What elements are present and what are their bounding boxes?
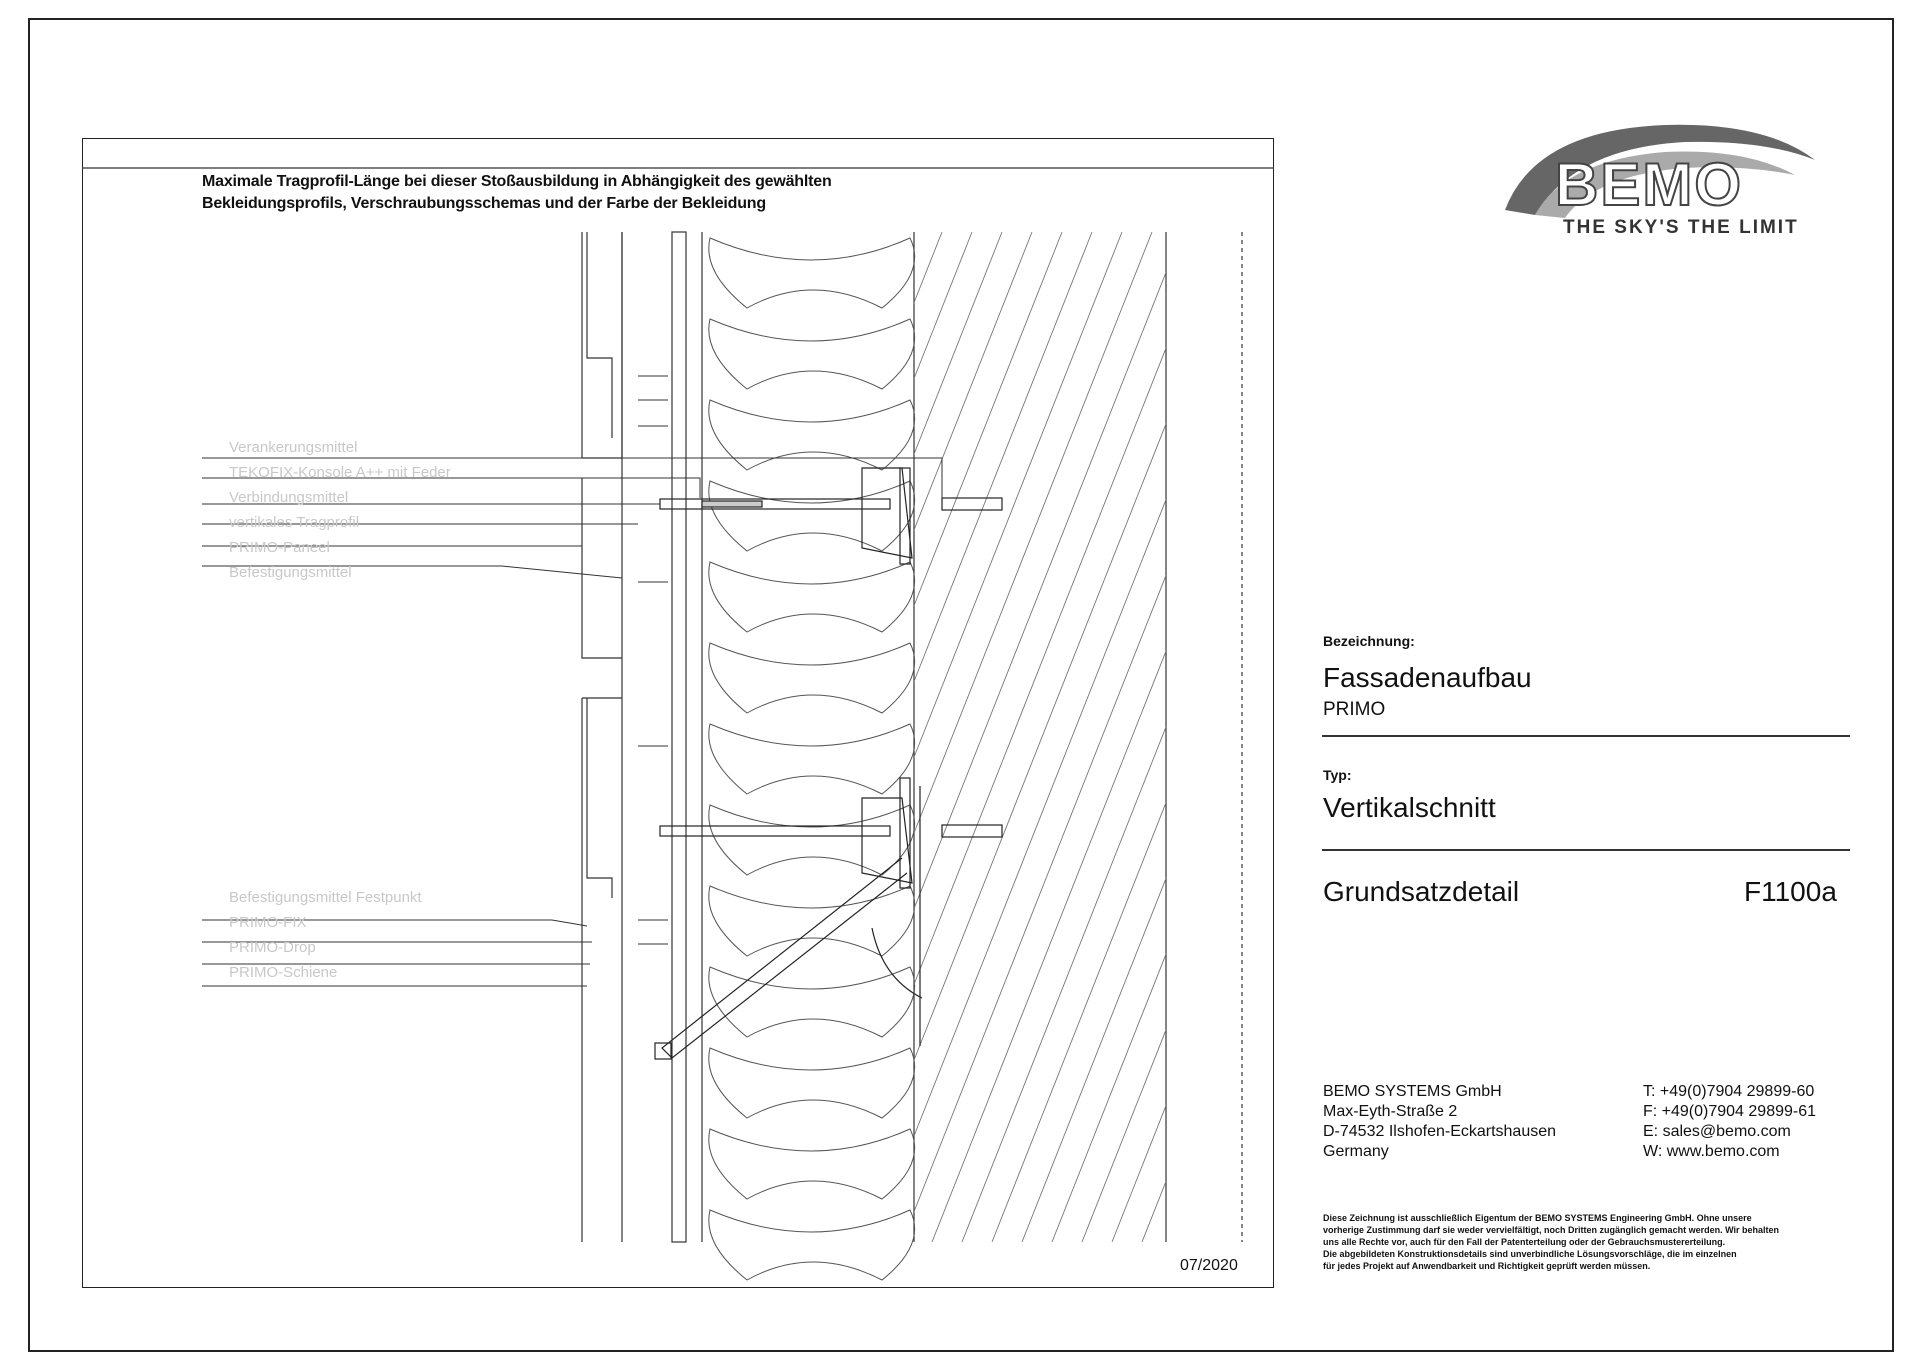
concrete-hatch-line xyxy=(914,232,943,304)
label-vertikales-tragprofil: vertikales Tragprofil xyxy=(229,514,360,531)
drawing-title: Fassadenaufbau xyxy=(1323,662,1532,693)
company-fax: F: +49(0)7904 29899-61 xyxy=(1643,1103,1817,1120)
company-email: E: sales@bemo.com xyxy=(1643,1123,1791,1140)
concrete-hatch-line xyxy=(914,271,1166,910)
drawing-note: Maximale Tragprofil-Länge bei dieser Sto… xyxy=(202,171,832,215)
insulation-loop xyxy=(708,1047,916,1119)
legal-line: für jedes Projekt auf Anwendbarkeit und … xyxy=(1323,1261,1651,1271)
insulation-loop xyxy=(708,1128,916,1200)
concrete-hatch-line xyxy=(914,422,1166,1062)
divider xyxy=(1322,849,1850,851)
concrete-hatch-line xyxy=(1262,232,1274,1242)
company-street: Max-Eyth-Straße 2 xyxy=(1323,1103,1458,1120)
concrete-hatch-line xyxy=(931,649,1166,1242)
typ-value: Vertikalschnitt xyxy=(1323,792,1496,823)
label-primo-fix: PRIMO-FIX xyxy=(229,914,307,931)
bemo-logo: BEMO THE SKY'S THE LIMIT xyxy=(1495,120,1825,250)
note-line-2: Bekleidungsprofils, Verschraubungsschema… xyxy=(202,195,766,212)
company-address: BEMO SYSTEMS GmbH Max-Eyth-Straße 2 D-74… xyxy=(1323,1082,1556,1162)
label-befestigungsmittel-festpunkt: Befestigungsmittel Festpunkt xyxy=(229,889,422,906)
concrete-hatch-line xyxy=(914,498,1166,1138)
insulation-loop xyxy=(708,966,916,1038)
insulation-loop xyxy=(708,1209,916,1281)
drawing-subtitle: PRIMO xyxy=(1323,699,1386,720)
company-city: D-74532 Ilshofen-Eckartshausen xyxy=(1323,1123,1557,1140)
detail-label: Grundsatzdetail xyxy=(1323,876,1520,907)
concrete-hatch-line xyxy=(512,232,912,1242)
label-primo-schiene: PRIMO-Schiene xyxy=(229,964,338,981)
legal-line: Diese Zeichnung ist ausschließlich Eigen… xyxy=(1323,1213,1752,1223)
company-phone: T: +49(0)7904 29899-60 xyxy=(1643,1083,1815,1100)
concrete-hatch-line xyxy=(914,232,1063,607)
concrete-hatch-line xyxy=(914,232,973,380)
insulation-loop xyxy=(708,480,916,552)
concrete-hatch-line xyxy=(914,232,1033,532)
divider xyxy=(1322,735,1850,737)
insulation-loop xyxy=(708,399,916,471)
company-web: W: www.bemo.com xyxy=(1643,1143,1780,1160)
concrete-hatch-line xyxy=(482,232,882,1242)
sheet-border xyxy=(28,18,1894,1352)
concrete-hatch-line xyxy=(914,232,1003,456)
concrete-hatch-line xyxy=(1051,952,1166,1242)
concrete-hatch-line xyxy=(1111,1104,1166,1242)
label-primo-drop: PRIMO-Drop xyxy=(229,939,316,956)
company-name: BEMO SYSTEMS GmbH xyxy=(1323,1083,1502,1100)
drawing-frame xyxy=(82,138,1274,1288)
label-primo-paneel: PRIMO-Paneel xyxy=(229,539,330,556)
bezeichnung-label: Bezeichnung: xyxy=(1323,633,1415,649)
insulation-loop xyxy=(708,318,916,390)
logo-slogan: THE SKY'S THE LIMIT xyxy=(1563,217,1799,238)
insulation-loop xyxy=(708,804,916,876)
concrete-hatch-line xyxy=(1202,232,1274,1242)
company-country: Germany xyxy=(1323,1143,1389,1160)
legal-line: vorherige Zustimmung darf sie weder verv… xyxy=(1323,1225,1780,1235)
concrete-hatch-line xyxy=(914,346,1166,986)
legal-line: Die abgebildeten Konstruktionsdetails si… xyxy=(1323,1249,1737,1259)
label-verbindungsmittel: Verbindungsmittel xyxy=(229,489,349,506)
concrete-hatch-line xyxy=(914,232,1123,759)
concrete-hatch-line xyxy=(914,574,1166,1213)
legal-notice: Diese Zeichnung ist ausschließlich Eigen… xyxy=(1323,1212,1843,1272)
concrete-hatch-line xyxy=(1081,1028,1166,1242)
insulation-loop xyxy=(708,723,916,795)
insulation-loop xyxy=(708,642,916,714)
label-tekofix-konsole: TEKOFIX-Konsole A++ mit Feder xyxy=(229,464,451,481)
concrete-hatch-line xyxy=(961,725,1166,1242)
concrete-hatch-line xyxy=(1021,877,1166,1242)
concrete-hatch-line xyxy=(914,232,1093,683)
section-drawing xyxy=(82,167,1274,1281)
legal-line: uns alle Rechte vor, auch für den Fall d… xyxy=(1323,1237,1726,1247)
note-line-1: Maximale Tragprofil-Länge bei dieser Sto… xyxy=(202,173,832,190)
insulation-loop xyxy=(708,237,916,309)
concrete-hatch-line xyxy=(1232,232,1274,1242)
concrete-hatch-line xyxy=(991,801,1166,1242)
label-befestigungsmittel: Befestigungsmittel xyxy=(229,564,352,581)
logo-swoosh-icon xyxy=(1505,124,1815,218)
concrete-hatch-line xyxy=(914,232,1153,835)
insulation-loop xyxy=(708,561,916,633)
logo-brand: BEMO xyxy=(1554,150,1743,219)
detail-number: F1100a xyxy=(1744,876,1837,907)
typ-label: Typ: xyxy=(1323,767,1352,783)
concrete-hatch-line xyxy=(1172,232,1274,1242)
insulation-loop xyxy=(708,885,916,957)
company-contact: T: +49(0)7904 29899-60 F: +49(0)7904 298… xyxy=(1643,1082,1816,1162)
label-verankerungsmittel: Verankerungsmittel xyxy=(229,439,358,456)
drawing-date: 07/2020 xyxy=(1180,1257,1238,1274)
